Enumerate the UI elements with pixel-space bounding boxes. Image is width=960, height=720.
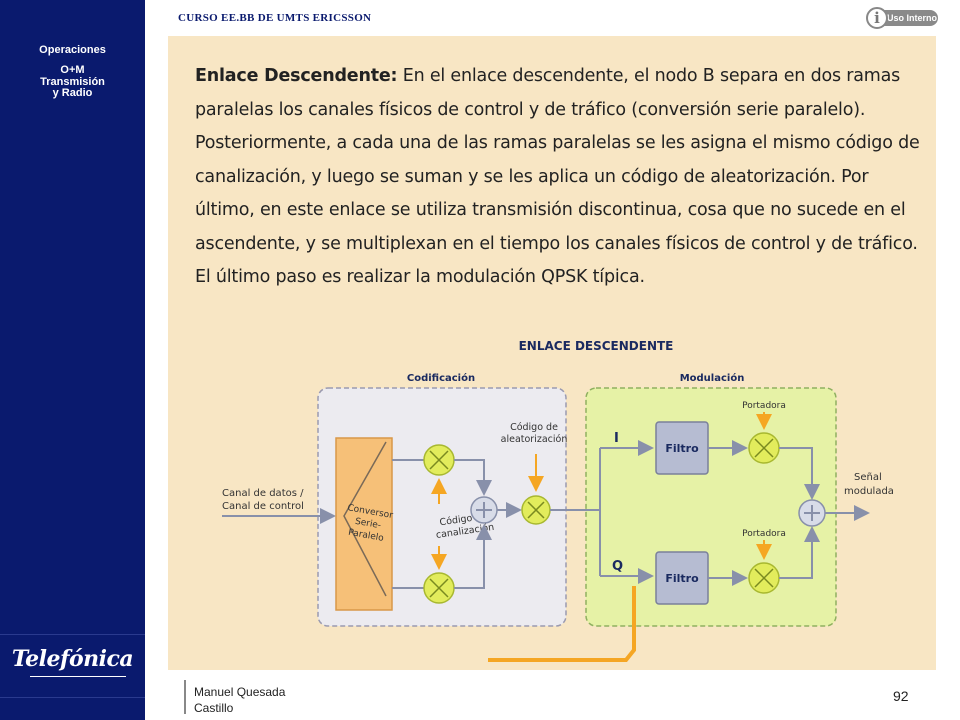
output-label-line2: modulada (844, 486, 894, 497)
modulation-block (585, 387, 837, 627)
scrambling-mixer-x-icon (527, 501, 545, 519)
footer-separator (184, 680, 186, 714)
logo-underline (30, 676, 126, 677)
description-paragraph: Enlace Descendente: En el enlace descend… (195, 60, 925, 295)
i-carrier-label: Portadora (742, 401, 786, 411)
q-carrier-mixer-x-icon (754, 568, 774, 588)
badge-label: Uso Interno (882, 10, 938, 26)
serial-parallel-converter (335, 437, 393, 611)
q-mixer-to-adder (779, 526, 820, 579)
i-branch-label: I (614, 431, 619, 446)
lower-mixer-x-icon (429, 578, 449, 598)
info-icon: i (866, 7, 888, 29)
sidebar (0, 0, 145, 720)
telefonica-logo: Telefónica (11, 646, 134, 672)
paragraph-body: En el enlace descendente, el nodo B sepa… (195, 66, 920, 287)
author: Manuel Quesada Castillo (194, 684, 285, 716)
converter-split-lines (343, 441, 387, 597)
sidebar-title-operaciones: Operaciones (39, 44, 106, 56)
q-branch-label: Q (612, 559, 623, 574)
diagram-title: ENLACE DESCENDENTE (519, 339, 674, 353)
sidebar-title-transmision: Transmisión (40, 76, 105, 88)
input-label-line1: Canal de datos / (222, 488, 304, 499)
input-label-line2: Canal de control (222, 501, 304, 512)
i-mixer-to-adder (779, 447, 820, 500)
lower-to-adder-line (454, 524, 492, 589)
author-line2: Castillo (194, 701, 234, 715)
q-filter-label: Filtro (665, 572, 699, 585)
adder-plus-icon (476, 502, 492, 518)
upper-to-adder-line (454, 459, 492, 496)
sidebar-title-om: O+M (60, 64, 85, 76)
modulation-adder-plus-icon (804, 505, 820, 521)
coding-section-label: Codificación (407, 372, 475, 384)
modulation-section-label: Modulación (680, 372, 745, 384)
scrambling-label-line2: aleatorización (501, 434, 568, 445)
author-line1: Manuel Quesada (194, 685, 286, 699)
orange-callout-line (488, 586, 636, 662)
output-label-line1: Señal (854, 472, 882, 483)
page-number: 92 (893, 688, 909, 704)
converter-label-line2: Serie- (354, 517, 382, 531)
uso-interno-badge: Uso Interno i (866, 7, 938, 29)
q-carrier-label: Portadora (742, 529, 786, 539)
i-carrier-mixer-x-icon (754, 438, 774, 458)
downlink-diagram: ENLACE DESCENDENTE Codificación Modulaci… (222, 339, 894, 662)
slide-content: Enlace Descendente: En el enlace descend… (168, 36, 936, 670)
paragraph-heading: Enlace Descendente: (195, 66, 398, 86)
course-title: CURSO EE.BB DE UMTS ERICSSON (178, 12, 372, 24)
scrambling-label-line1: Código de (510, 422, 558, 433)
upper-mixer-x-icon (429, 450, 449, 470)
i-filter-label: Filtro (665, 442, 699, 455)
sidebar-title-radio: y Radio (52, 87, 93, 99)
logo-band (0, 634, 145, 698)
